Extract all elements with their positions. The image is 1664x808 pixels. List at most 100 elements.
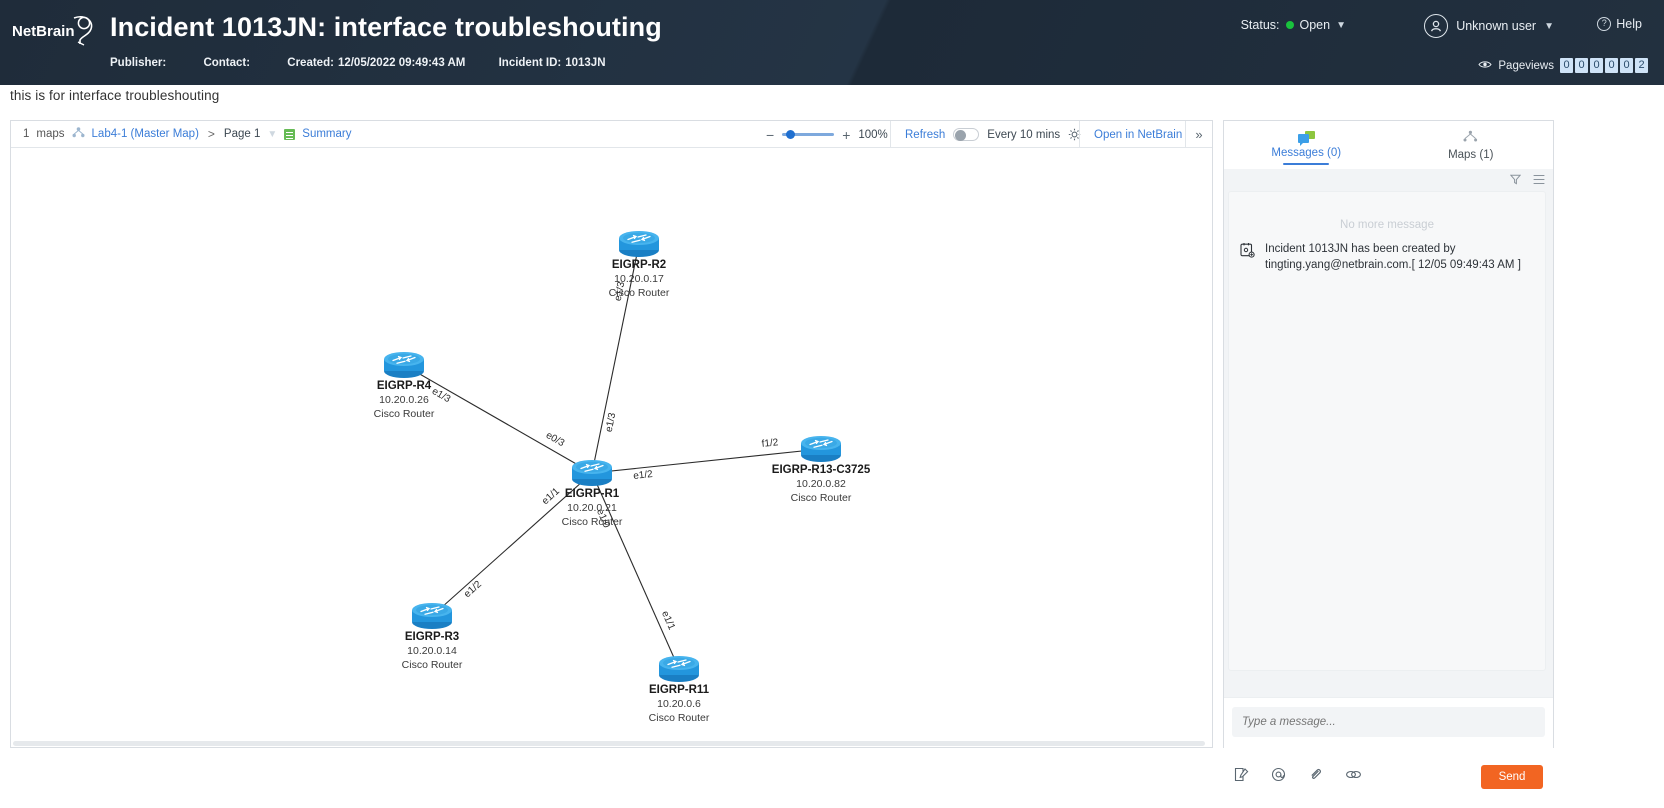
active-tab-indicator <box>1283 163 1330 165</box>
pageviews-label: Pageviews <box>1498 59 1554 72</box>
pageview-digit: 0 <box>1560 58 1573 73</box>
tab-maps-label: Maps (1) <box>1448 148 1494 161</box>
messages-panel: No more message Incident 1013JN has been… <box>1224 169 1553 797</box>
collapse-panel-button[interactable]: » <box>1185 121 1212 148</box>
refresh-controls: Refresh Every 10 mins <box>890 121 1081 148</box>
no-more-message-label: No more message <box>1340 219 1434 231</box>
zoom-slider[interactable] <box>782 130 835 139</box>
router-icon[interactable] <box>384 352 424 378</box>
tab-messages[interactable]: Messages (0) <box>1224 121 1389 169</box>
list-view-icon[interactable] <box>1533 174 1545 188</box>
router-icon[interactable] <box>572 460 612 486</box>
pageview-digit: 0 <box>1590 58 1603 73</box>
svg-text:NetBrain: NetBrain <box>12 23 75 40</box>
zoom-out-button[interactable]: − <box>766 126 775 143</box>
network-link[interactable] <box>591 472 680 670</box>
composer-tools <box>1234 767 1362 785</box>
chevron-down-icon[interactable]: ▼ <box>267 128 278 140</box>
message-input[interactable] <box>1232 707 1545 737</box>
summary-link[interactable]: Summary <box>302 128 352 140</box>
router-icon[interactable] <box>801 436 841 462</box>
master-map-link[interactable]: Lab4-1 (Master Map) <box>91 128 199 140</box>
router-icon[interactable] <box>619 231 659 257</box>
incident-description: this is for interface troubleshouting <box>10 88 220 103</box>
attachment-icon[interactable] <box>1308 767 1323 785</box>
auto-refresh-toggle[interactable] <box>953 128 980 141</box>
network-link[interactable] <box>403 364 593 474</box>
node-type: Cisco Router <box>561 516 623 528</box>
messages-list[interactable]: No more message Incident 1013JN has been… <box>1228 191 1546 671</box>
status-value: Open <box>1299 18 1331 32</box>
page-title: Incident 1013JN: interface troubleshouti… <box>110 12 662 42</box>
node-name: EIGRP-R11 <box>648 684 710 696</box>
filter-icon[interactable] <box>1509 174 1522 188</box>
node-ip: 10.20.0.82 <box>796 478 846 490</box>
open-in-netbrain-link[interactable]: Open in NetBrain <box>1094 128 1183 141</box>
message-line-1: Incident 1013JN has been created by <box>1265 243 1456 255</box>
incident-id-value: 1013JN <box>565 57 606 69</box>
zoom-in-button[interactable]: + <box>842 126 851 143</box>
router-icon[interactable] <box>412 603 452 629</box>
note-icon[interactable] <box>1234 767 1249 785</box>
chevron-down-icon: ▼ <box>1336 19 1346 31</box>
network-link[interactable] <box>431 472 593 617</box>
link-icon[interactable] <box>1345 767 1362 785</box>
map-horizontal-scrollbar[interactable] <box>11 740 1212 747</box>
send-button[interactable]: Send <box>1481 765 1543 789</box>
avatar <box>1424 14 1449 38</box>
question-mark-icon: ? <box>1597 17 1612 31</box>
maps-icon <box>1462 130 1479 146</box>
status-selector[interactable]: Status: Open ▼ <box>1241 18 1346 32</box>
node-name: EIGRP-R4 <box>376 380 432 392</box>
user-menu[interactable]: Unknown user ▼ <box>1424 14 1554 38</box>
breadcrumb-separator-icon: > <box>207 127 215 141</box>
pageview-digit: 0 <box>1605 58 1618 73</box>
network-link[interactable] <box>591 448 822 474</box>
pageviews-digits: 0 0 0 0 0 2 <box>1560 58 1648 73</box>
status-dot-icon <box>1285 21 1294 29</box>
zoom-slider-handle[interactable] <box>786 130 796 139</box>
tab-maps[interactable]: Maps (1) <box>1389 121 1554 169</box>
message-line-2: tingting.yang@netbrain.com.[ 12/05 09:49… <box>1265 259 1521 271</box>
pageview-digit: 0 <box>1620 58 1633 73</box>
node-type: Cisco Router <box>401 659 463 671</box>
page-selector[interactable]: Page 1 <box>223 128 261 140</box>
maps-count: 1 <box>23 128 30 140</box>
tab-messages-label: Messages (0) <box>1271 147 1342 159</box>
summary-icon <box>284 128 296 140</box>
created-label: Created: <box>287 57 334 69</box>
node-name: EIGRP-R1 <box>564 488 620 500</box>
maps-label: maps <box>36 128 65 140</box>
zoom-controls[interactable]: − + 100% <box>766 121 888 148</box>
message-composer: Send <box>1224 697 1553 797</box>
network-link[interactable] <box>591 243 640 474</box>
netbrain-logo[interactable]: NetBrain <box>12 12 100 48</box>
node-type: Cisco Router <box>373 408 435 420</box>
link-interface-label: f1/2 <box>760 437 779 451</box>
router-icon[interactable] <box>659 656 699 682</box>
help-button[interactable]: ? Help <box>1597 17 1642 31</box>
open-in-netbrain[interactable]: Open in NetBrain <box>1079 121 1196 148</box>
node-ip: 10.20.0.6 <box>657 698 701 710</box>
message-text: Incident 1013JN has been created by ting… <box>1265 241 1521 273</box>
gear-icon[interactable] <box>1068 128 1081 141</box>
user-name: Unknown user <box>1456 19 1537 33</box>
refresh-interval-label: Every 10 mins <box>987 128 1061 141</box>
app-header: NetBrain Incident 1013JN: interface trou… <box>0 0 1664 85</box>
link-interface-label: e1/2 <box>633 468 654 482</box>
node-type: Cisco Router <box>608 287 670 299</box>
node-type: Cisco Router <box>790 492 852 504</box>
mention-icon[interactable] <box>1271 767 1286 785</box>
contact-label: Contact: <box>203 57 251 69</box>
node-type: Cisco Router <box>648 712 710 724</box>
pageview-digit: 2 <box>1635 58 1648 73</box>
pageview-digit: 0 <box>1575 58 1588 73</box>
refresh-button[interactable]: Refresh <box>905 128 946 141</box>
node-ip: 10.20.0.26 <box>379 394 429 406</box>
help-label: Help <box>1616 17 1642 31</box>
publisher-label: Publisher: <box>110 57 167 69</box>
